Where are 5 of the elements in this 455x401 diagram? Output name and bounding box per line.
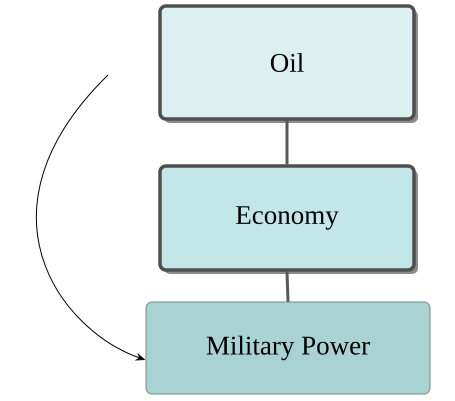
connector-line xyxy=(286,272,290,302)
process-box: Economy xyxy=(158,164,418,274)
process-box: Oil xyxy=(158,4,418,123)
process-box: Military Power xyxy=(146,302,430,394)
connector-line xyxy=(286,120,288,164)
